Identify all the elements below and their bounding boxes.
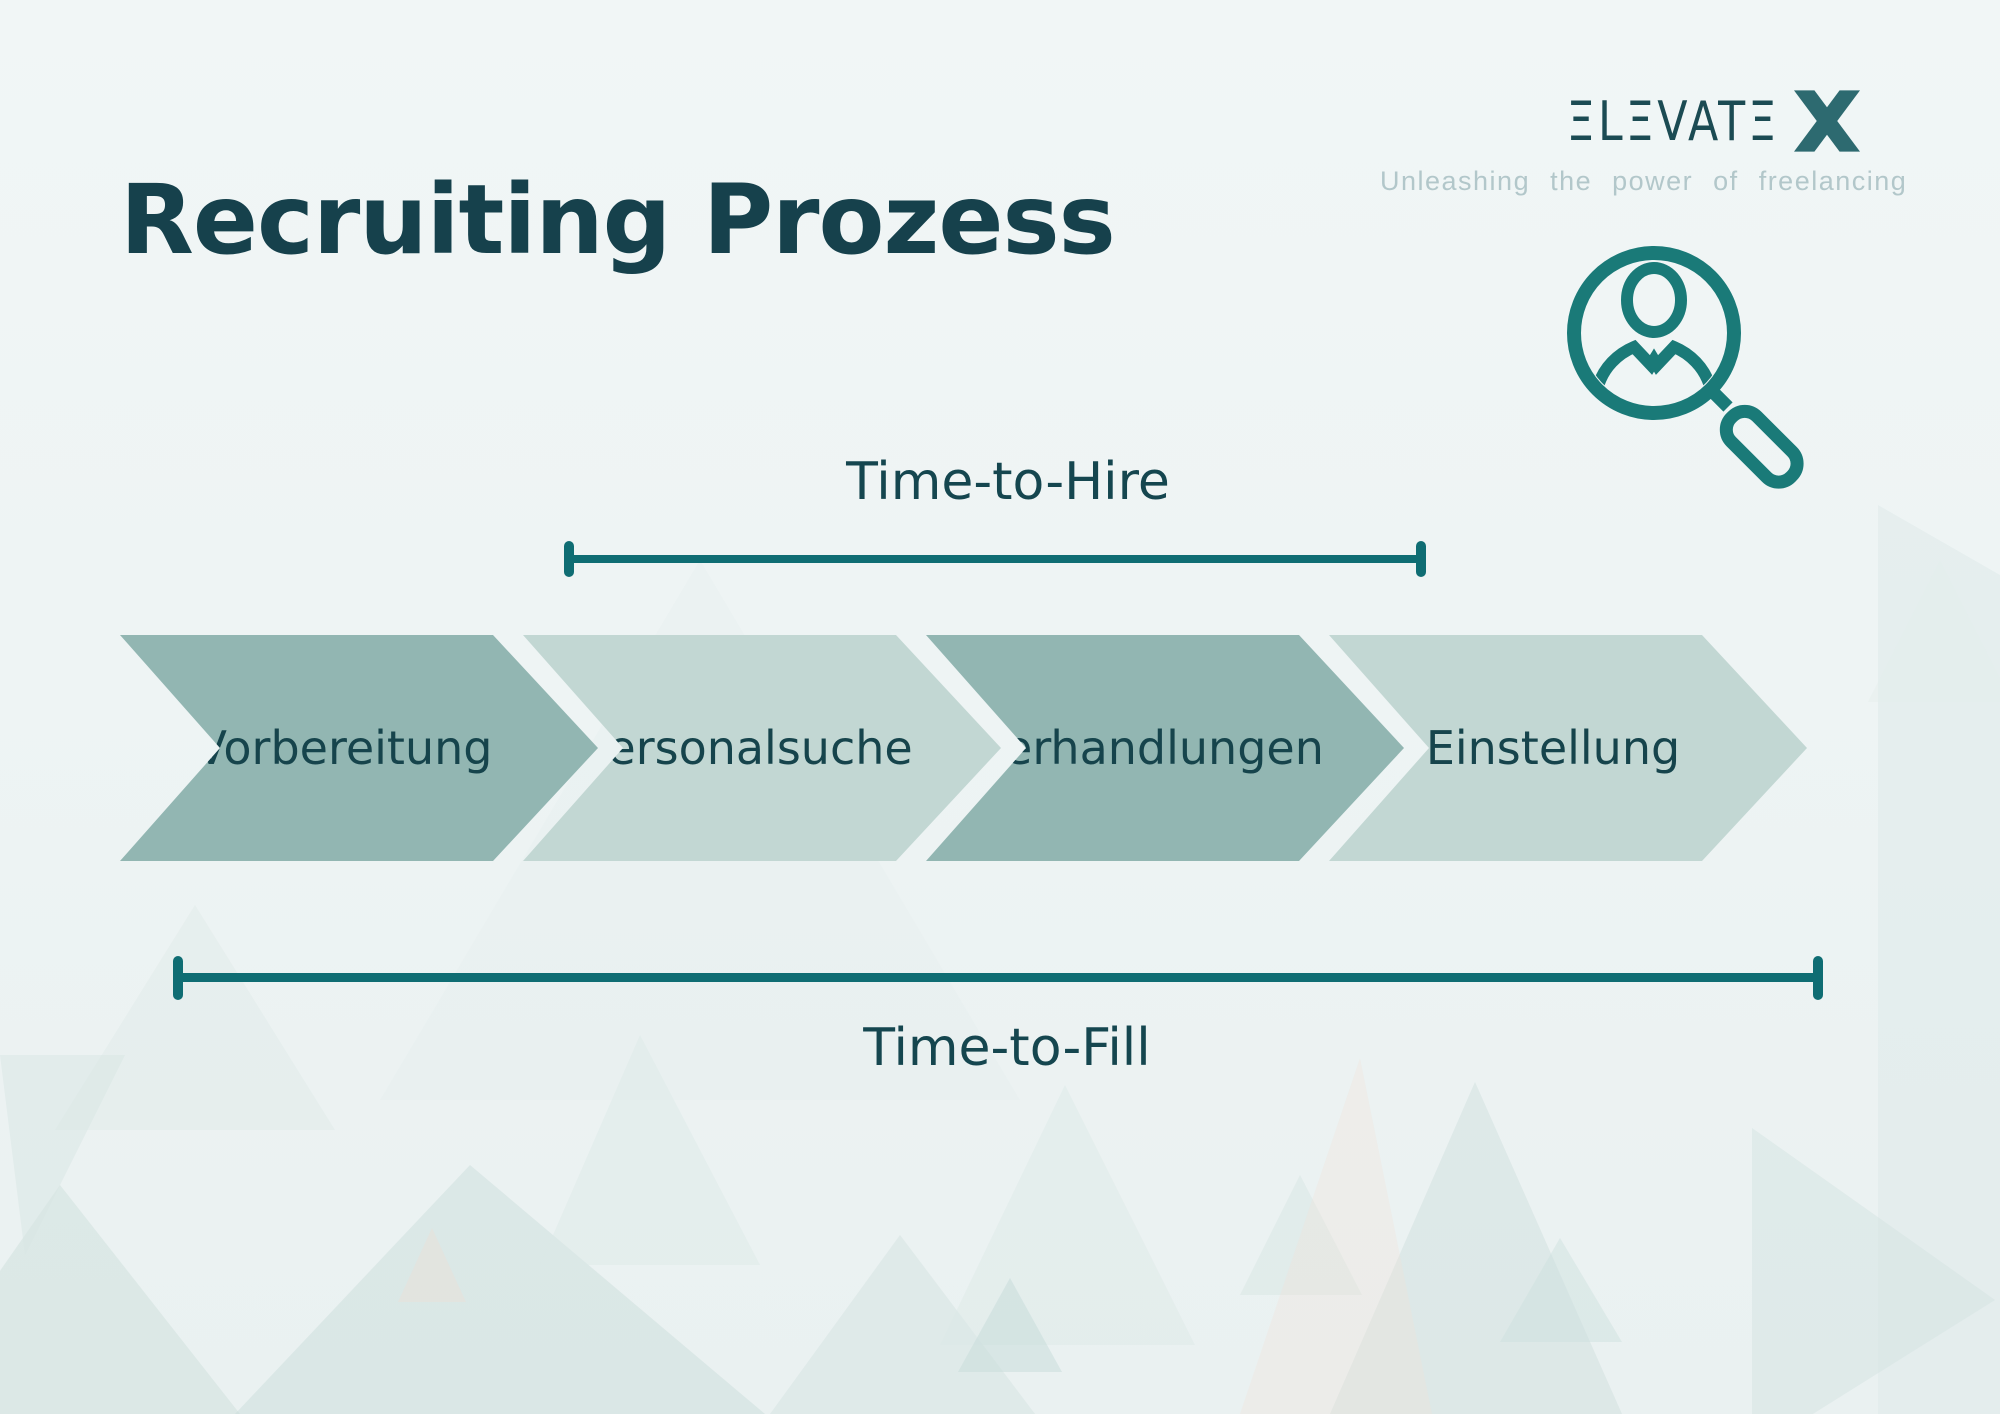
process-step-vorbereitung: Vorbereitung — [120, 635, 598, 861]
time-to-fill-label: Time-to-Fill — [863, 1018, 1151, 1078]
time-to-fill-bracket — [173, 956, 1823, 1000]
brand-tagline: Unleashing the power of freelancing — [1380, 166, 1908, 196]
brand-wordmark-row: ΞLΞVATΞ — [1380, 86, 1860, 156]
time-to-hire-bracket — [564, 541, 1426, 577]
bracket-endcap-right — [1813, 956, 1823, 1000]
brand-logo: ΞLΞVATΞ Unleashing the power of freelanc… — [1380, 86, 1908, 197]
process-step-label: Personalsuche — [581, 721, 913, 775]
process-step-personalsuche: Personalsuche — [523, 635, 1001, 861]
process-step-label: Vorbereitung — [195, 721, 493, 775]
process-step-label: Einstellung — [1425, 721, 1681, 775]
bracket-endcap-right — [1416, 541, 1426, 577]
page-title: Recruiting Prozess — [120, 164, 1116, 277]
bracket-line — [568, 555, 1422, 563]
brand-x-icon — [1794, 90, 1860, 152]
bracket-line — [177, 973, 1819, 982]
process-step-label: Verhandlungen — [976, 721, 1324, 775]
brand-wordmark: ΞLΞVATΞ — [1567, 89, 1780, 153]
person-search-icon — [1567, 246, 1804, 489]
time-to-hire-label: Time-to-Hire — [846, 452, 1170, 512]
